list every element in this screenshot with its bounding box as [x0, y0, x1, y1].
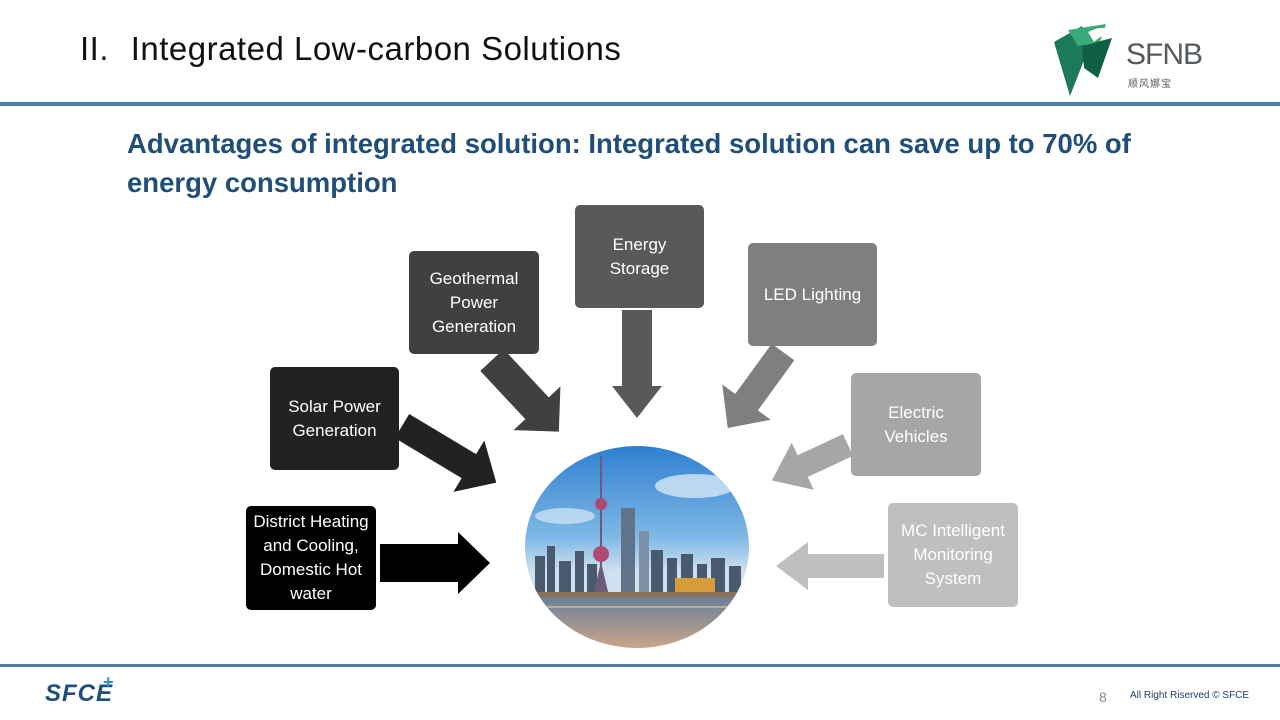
arrow-solar-power: [394, 413, 497, 492]
item-district-heating-label: District Heating and Cooling, Domestic H…: [253, 512, 369, 603]
copyright-text: All Right Riserved © SFCE: [1130, 690, 1250, 701]
item-solar-power-label: Solar Power Generation: [288, 396, 381, 440]
arrow-electric-vehicles: [771, 434, 854, 490]
slide-subtitle: Advantages of integrated solution: Integ…: [127, 128, 1131, 198]
item-led-lighting-label: LED Lighting: [763, 284, 862, 304]
arrow-led-lighting: [722, 343, 795, 429]
arrow-district-heating: [380, 532, 490, 594]
sfnb-logo-mark: [1054, 24, 1114, 96]
footer-sfce-logo: SFCE: [45, 680, 114, 707]
item-electric-vehicles: Electric Vehicles: [851, 373, 981, 476]
item-led-lighting: LED Lighting: [748, 243, 877, 346]
arrow-geothermal: [480, 349, 561, 432]
arrow-energy-storage: [612, 310, 662, 418]
section-number: II.: [80, 30, 110, 67]
item-geothermal-label: Geothermal Power Generation: [429, 268, 519, 336]
item-geothermal: Geothermal Power Generation: [409, 251, 539, 354]
section-title: Integrated Low-carbon Solutions: [130, 30, 622, 67]
item-monitoring-system-label: MC Intelligent Monitoring System: [901, 521, 1005, 588]
footer-logo-plus-icon: +: [103, 672, 114, 692]
footer-divider: [0, 664, 1280, 667]
item-district-heating: District Heating and Cooling, Domestic H…: [246, 506, 376, 610]
item-solar-power: Solar Power Generation: [270, 367, 399, 470]
item-energy-storage-label: Energy Storage: [609, 234, 670, 278]
header-divider: [0, 102, 1280, 106]
logo-text: SFNB: [1126, 38, 1203, 71]
item-electric-vehicles-label: Electric Vehicles: [884, 402, 948, 446]
slide-title: II. Integrated Low-carbon Solutions: [80, 30, 621, 68]
arrow-monitoring-system: [776, 542, 884, 590]
item-energy-storage: Energy Storage: [575, 205, 704, 308]
page-number: 8: [1099, 689, 1107, 705]
sfnb-logo: SFNB 顺风娜宝: [1048, 20, 1228, 100]
item-monitoring-system: MC Intelligent Monitoring System: [888, 503, 1018, 607]
logo-chinese-text: 顺风娜宝: [1128, 79, 1172, 90]
city-skyline-image: [525, 446, 749, 648]
